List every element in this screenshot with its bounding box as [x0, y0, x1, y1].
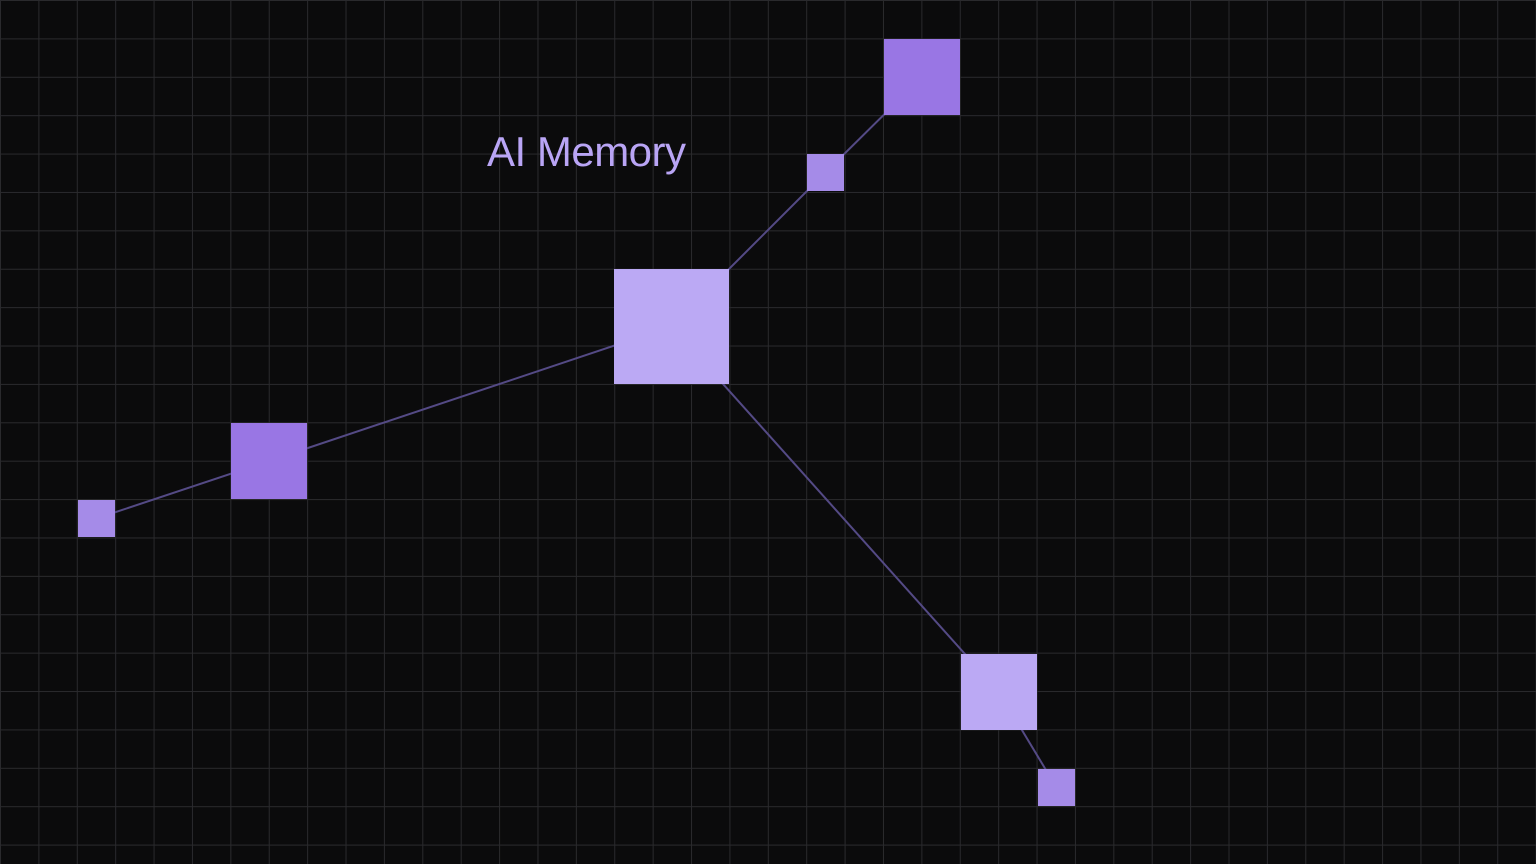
node-left-small[interactable]	[78, 500, 115, 537]
edge-center-left-large	[268, 325, 672, 462]
edge-center-bottom-large	[670, 325, 1000, 693]
node-center[interactable]	[614, 269, 729, 384]
diagram-title: AI Memory	[487, 128, 686, 175]
node-top-large[interactable]	[884, 39, 960, 115]
node-bottom-small[interactable]	[1038, 769, 1075, 806]
node-top-small[interactable]	[807, 154, 844, 191]
node-left-large[interactable]	[231, 423, 307, 499]
node-bottom-large[interactable]	[961, 654, 1037, 730]
graph-nodes	[78, 39, 1075, 806]
